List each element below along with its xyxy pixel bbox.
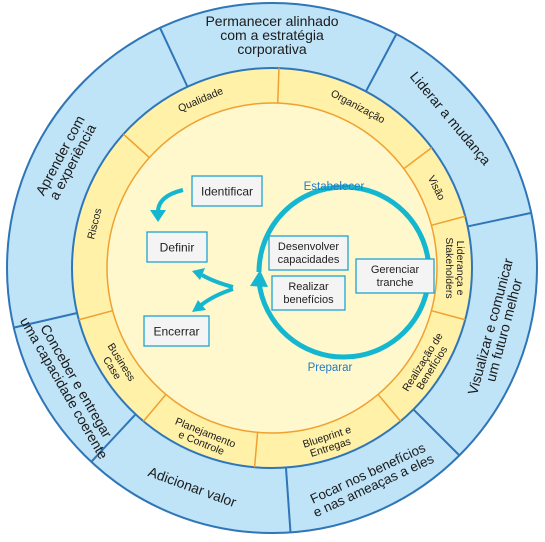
outer-divider-5 (90, 413, 137, 463)
box-definir: Definir (146, 231, 208, 263)
box-identificar-label: Identificar (201, 185, 253, 199)
middle-divider-3 (431, 215, 466, 227)
outer-segment-line: corporativa (237, 41, 306, 57)
box-realizar-line2: benefícios (283, 294, 334, 306)
middle-segment-line: Liderança e (454, 241, 466, 296)
box-realizar-line1: Realizar (288, 281, 329, 293)
middle-divider-7 (142, 393, 167, 422)
outer-divider-2 (467, 211, 532, 228)
box-gerenciar-line1: Gerenciar (371, 264, 420, 276)
outer-divider-3 (412, 408, 461, 457)
arrow-to-define-head (192, 268, 205, 280)
cycle-arrowhead (250, 270, 268, 287)
cycle-arc-bottom (256, 281, 345, 360)
outer-segment-line: com a estratégia (220, 27, 324, 43)
arrow-to-define (200, 273, 234, 289)
middle-divider-2 (403, 147, 433, 170)
outer-segment-line: Permanecer alinhado (205, 13, 338, 29)
cycle-label-prepare: Preparar (308, 362, 353, 374)
outer-divider-0 (159, 27, 189, 88)
arrow-identify-to-define (156, 188, 184, 213)
arrow-to-close-head (192, 300, 206, 312)
middle-segment-label-3: Liderança eStakeholders (443, 237, 466, 298)
arrow-to-close (198, 287, 234, 308)
box-desenvolver-line2: capacidades (278, 254, 340, 266)
box-encerrar: Encerrar (143, 315, 210, 347)
middle-divider-8 (78, 309, 113, 321)
box-gerenciar-tranche: Gerenciar tranche (355, 258, 435, 294)
cycle-arc-top (256, 184, 432, 360)
box-realizar-beneficios: Realizar benefícios (271, 275, 346, 311)
middle-divider-4 (431, 309, 466, 321)
middle-divider-0 (122, 133, 150, 159)
middle-segment-line: Stakeholders (443, 237, 455, 298)
box-gerenciar-line2: tranche (377, 277, 414, 289)
middle-divider-5 (377, 393, 402, 422)
box-desenvolver-capacidades: Desenvolver capacidades (268, 235, 349, 271)
middle-divider-6 (253, 432, 259, 468)
cycle-label-establish: Estabelecer (304, 181, 365, 193)
arrow-identify-to-define-head (150, 210, 166, 222)
middle-divider-1 (277, 68, 280, 104)
outer-divider-6 (13, 312, 78, 329)
middle-ring-dividers (78, 68, 466, 468)
box-encerrar-label: Encerrar (153, 325, 199, 339)
box-definir-label: Definir (160, 241, 195, 255)
outer-divider-4 (284, 467, 292, 533)
outer-divider-1 (365, 33, 398, 92)
box-identificar: Identificar (191, 175, 263, 207)
outer-ring-dividers (13, 27, 532, 533)
box-desenvolver-line1: Desenvolver (278, 241, 339, 253)
